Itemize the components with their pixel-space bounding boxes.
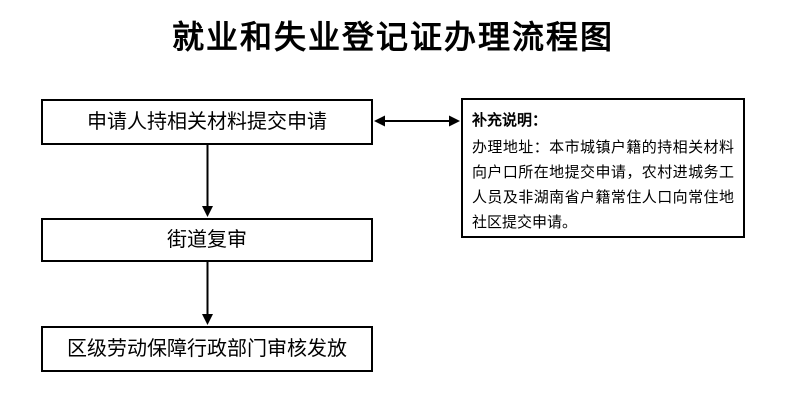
flow-step-label: 区级劳动保障行政部门审核发放 [67, 338, 347, 360]
flow-step-label: 申请人持相关材料提交申请 [87, 111, 327, 133]
flow-step-submit-application: 申请人持相关材料提交申请 [41, 99, 373, 145]
note-body: 办理地址：本市城镇户籍的持相关材料向户口所在地提交申请，农村进城务工人员及非湖南… [472, 139, 734, 231]
arrow-step2-to-step3-icon [202, 262, 213, 325]
note-heading: 补充说明： [472, 112, 548, 129]
note-box: 补充说明： 办理地址：本市城镇户籍的持相关材料向户口所在地提交申请，农村进城务工… [461, 98, 745, 238]
arrow-step1-note-bidirectional-icon [374, 115, 460, 127]
flowchart-title: 就业和失业登记证办理流程图 [171, 19, 614, 55]
flow-step-district-review-issue: 区级劳动保障行政部门审核发放 [41, 326, 373, 372]
flow-step-label: 街道复审 [167, 229, 247, 251]
flow-step-street-review: 街道复审 [41, 218, 373, 262]
arrow-step1-to-step2-icon [202, 145, 213, 217]
